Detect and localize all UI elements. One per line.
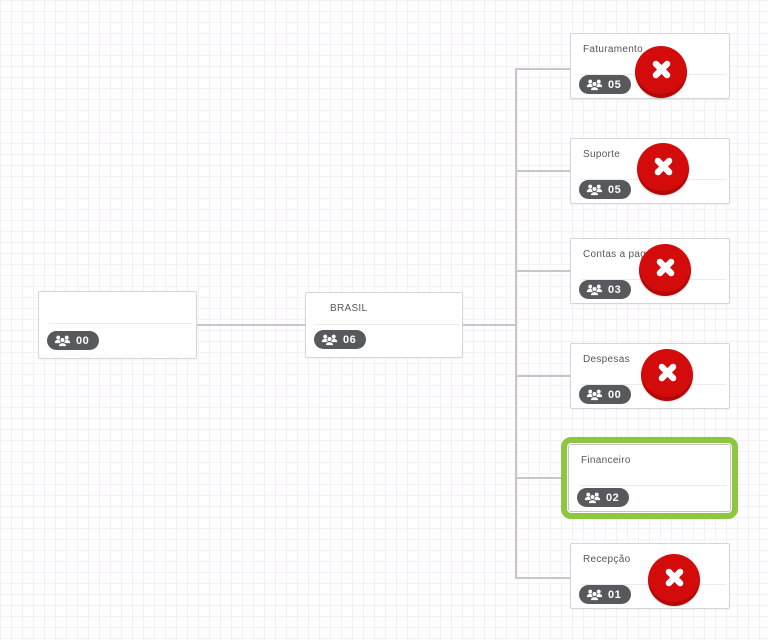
x-icon (654, 359, 681, 391)
users-icon (586, 588, 603, 601)
member-count: 06 (343, 333, 357, 346)
node-divider (579, 485, 727, 486)
delete-node-button-faturamento[interactable] (635, 46, 687, 98)
users-icon (586, 78, 603, 91)
x-icon (650, 153, 677, 185)
users-icon (586, 388, 603, 401)
connector-trunk (515, 68, 517, 579)
node-title: Contas a pagar (583, 249, 656, 260)
connector-stub-financeiro (516, 477, 565, 479)
x-icon (652, 254, 679, 286)
node-brasil[interactable]: BRASIL 06 (305, 292, 463, 358)
users-icon (321, 333, 338, 346)
x-icon (661, 564, 688, 596)
connector-stub-suporte (516, 170, 570, 172)
node-title: Recepção (583, 554, 631, 565)
node-title: Financeiro (581, 455, 631, 466)
member-count: 00 (608, 388, 622, 401)
node-title: Despesas (583, 354, 630, 365)
connector-parent-to-trunk (463, 324, 516, 326)
connector-stub-despesas (516, 375, 570, 377)
member-count-badge: 05 (579, 180, 632, 199)
member-count-badge: 05 (579, 75, 632, 94)
delete-node-button-suporte[interactable] (637, 143, 689, 195)
node-divider (49, 323, 193, 324)
selection-highlight: Financeiro 02 (561, 437, 738, 519)
member-count: 05 (608, 78, 622, 91)
member-count: 02 (606, 491, 620, 504)
delete-node-button-despesas[interactable] (641, 349, 693, 401)
member-count: 03 (608, 283, 622, 296)
node-title: BRASIL (330, 303, 368, 314)
connector-stub-recepcao (516, 577, 570, 579)
member-count-badge: 01 (579, 585, 632, 604)
delete-node-button-recepcao[interactable] (648, 554, 700, 606)
member-count: 00 (76, 334, 90, 347)
member-count-badge: 00 (47, 331, 100, 350)
node-root[interactable]: 00 (38, 291, 197, 359)
member-count: 01 (608, 588, 622, 601)
node-financeiro[interactable]: Financeiro 02 (568, 444, 731, 512)
member-count: 05 (608, 183, 622, 196)
x-icon (648, 56, 675, 88)
member-count-badge: 06 (314, 330, 367, 349)
node-title: Faturamento (583, 44, 643, 55)
connector-stub-contas-a-pagar (516, 270, 570, 272)
member-count-badge: 02 (577, 488, 630, 507)
node-divider (316, 324, 459, 325)
connector-root-to-parent (197, 324, 305, 326)
connector-stub-faturamento (516, 68, 570, 70)
delete-node-button-contas-a-pagar[interactable] (639, 244, 691, 296)
node-title: Suporte (583, 149, 621, 160)
member-count-badge: 03 (579, 280, 632, 299)
users-icon (586, 183, 603, 196)
users-icon (54, 334, 71, 347)
users-icon (584, 491, 601, 504)
users-icon (586, 283, 603, 296)
member-count-badge: 00 (579, 385, 632, 404)
